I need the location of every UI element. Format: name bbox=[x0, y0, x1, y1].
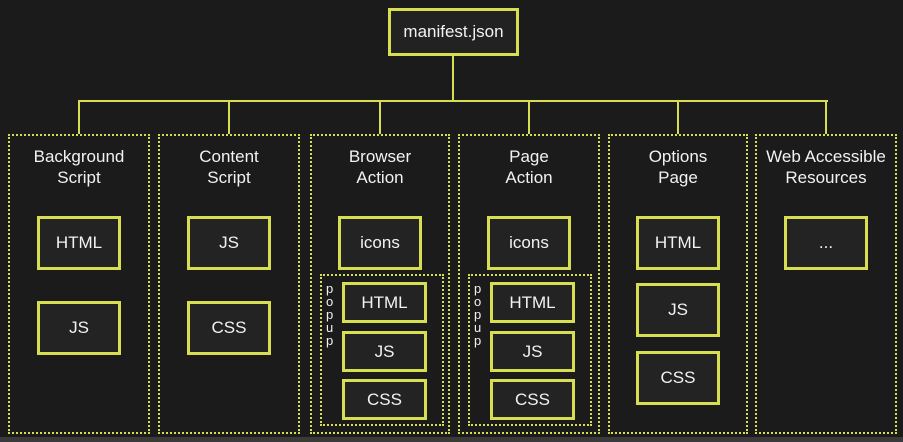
column-title-background-script: Background Script bbox=[33, 147, 125, 187]
node-page-popup-js: JS bbox=[490, 331, 575, 372]
node-label: icons bbox=[509, 233, 549, 252]
node-options-css: CSS bbox=[636, 351, 720, 405]
node-label: HTML bbox=[654, 233, 702, 252]
node-page-action-icons: icons bbox=[487, 216, 571, 270]
node-options-js: JS bbox=[636, 283, 720, 337]
tree-drop-line-browser-action bbox=[379, 100, 381, 134]
node-background-js: JS bbox=[37, 301, 121, 355]
popup-group-browser-action: popup HTML JS CSS bbox=[320, 274, 444, 426]
node-content-css: CSS bbox=[187, 301, 271, 355]
node-background-html: HTML bbox=[37, 216, 121, 270]
node-label: icons bbox=[360, 233, 400, 252]
tree-drop-line-page-action bbox=[528, 100, 530, 134]
node-label: HTML bbox=[361, 292, 408, 312]
node-label: CSS bbox=[211, 318, 247, 337]
node-label: CSS bbox=[515, 389, 550, 409]
node-label: JS bbox=[522, 341, 543, 361]
node-label: JS bbox=[69, 318, 89, 337]
tree-stem-line bbox=[452, 56, 454, 101]
tree-horizontal-line bbox=[78, 100, 828, 102]
node-page-popup-css: CSS bbox=[490, 379, 575, 420]
tree-drop-line-background-script bbox=[78, 100, 80, 134]
node-label: HTML bbox=[55, 233, 103, 252]
tree-drop-line-content-script bbox=[228, 100, 230, 134]
node-browser-popup-js: JS bbox=[342, 331, 427, 372]
node-options-html: HTML bbox=[636, 216, 720, 270]
column-content-script: Content Script JS CSS bbox=[158, 134, 300, 434]
bottom-edge-strip bbox=[0, 437, 903, 442]
column-options-page: Options Page HTML JS CSS bbox=[608, 134, 748, 434]
column-title-content-script: Content Script bbox=[199, 147, 259, 187]
node-page-popup-html: HTML bbox=[490, 282, 575, 323]
node-label: CSS bbox=[660, 368, 696, 387]
manifest-json-node: manifest.json bbox=[388, 8, 519, 56]
column-page-action: Page Action icons popup HTML JS CSS bbox=[458, 134, 600, 434]
tree-drop-line-options-page bbox=[677, 100, 679, 134]
node-content-js: JS bbox=[187, 216, 271, 270]
column-browser-action: Browser Action icons popup HTML JS CSS bbox=[310, 134, 450, 434]
column-title-browser-action: Browser Action bbox=[348, 147, 412, 187]
column-title-options-page: Options Page bbox=[648, 147, 708, 187]
manifest-json-label: manifest.json bbox=[403, 22, 504, 41]
tree-drop-line-web-accessible-resources bbox=[825, 100, 827, 134]
popup-group-label: popup bbox=[326, 281, 334, 348]
node-browser-popup-html: HTML bbox=[342, 282, 427, 323]
node-label: JS bbox=[374, 341, 395, 361]
node-label: CSS bbox=[367, 389, 402, 409]
node-label: HTML bbox=[509, 292, 556, 312]
node-browser-popup-css: CSS bbox=[342, 379, 427, 420]
popup-group-page-action: popup HTML JS CSS bbox=[468, 274, 592, 426]
node-label: JS bbox=[668, 300, 688, 319]
node-label: ... bbox=[818, 233, 834, 252]
node-label: JS bbox=[219, 233, 239, 252]
node-web-accessible-ellipsis: ... bbox=[784, 216, 868, 270]
column-background-script: Background Script HTML JS bbox=[8, 134, 150, 434]
column-title-page-action: Page Action bbox=[505, 147, 553, 187]
column-web-accessible-resources: Web Accessible Resources ... bbox=[755, 134, 897, 434]
column-title-web-accessible-resources: Web Accessible Resources bbox=[766, 147, 886, 187]
node-browser-action-icons: icons bbox=[338, 216, 422, 270]
popup-group-label: popup bbox=[474, 281, 482, 348]
